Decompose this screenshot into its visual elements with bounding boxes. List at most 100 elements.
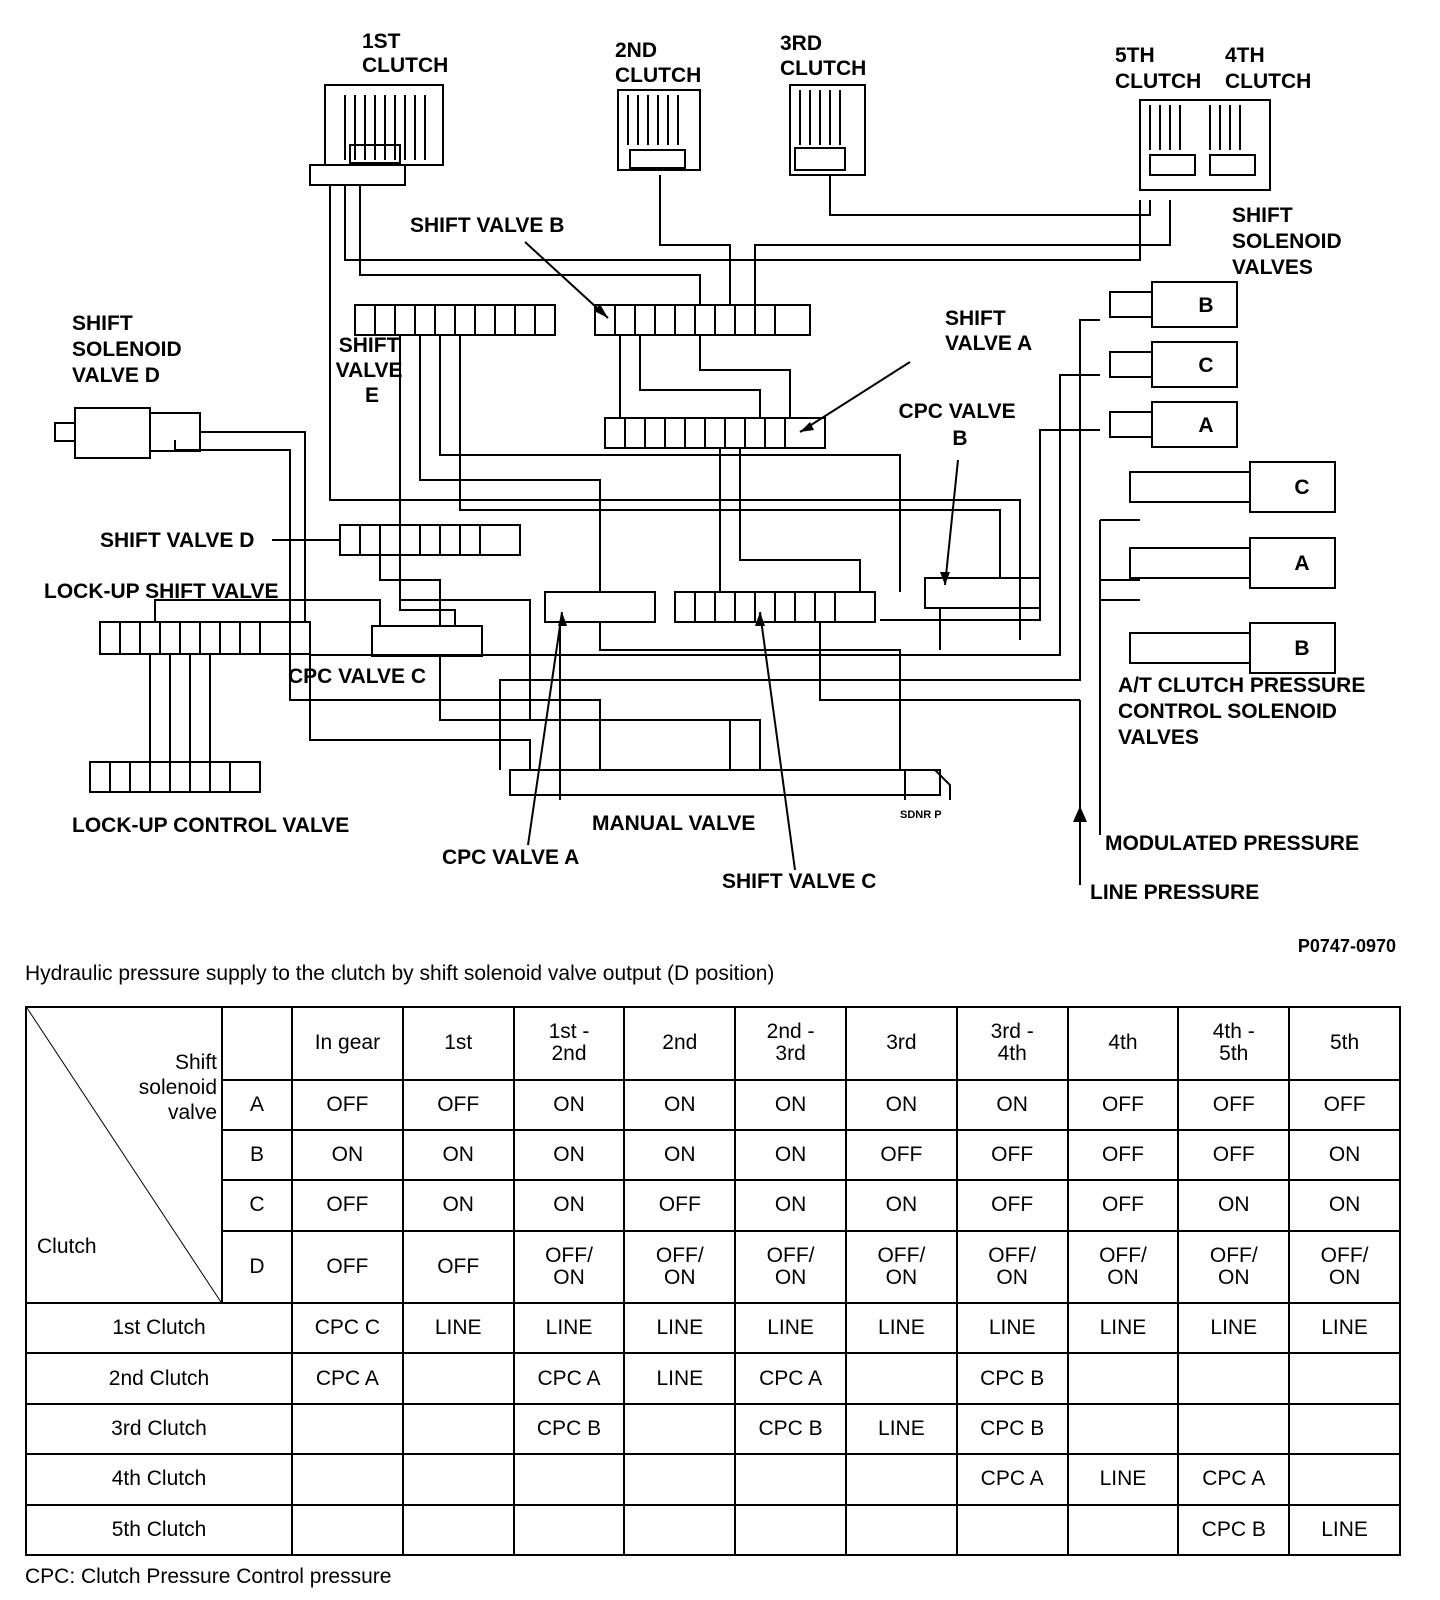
clutch-pressure-cell: CPC A xyxy=(955,1453,1069,1506)
solenoid-state-cell: ON xyxy=(401,1128,515,1182)
solenoid-state-cell: ON xyxy=(401,1179,515,1232)
spool-valves xyxy=(89,304,1041,796)
clutch-pressure-cell xyxy=(623,1402,737,1456)
clutch-pressure-cell: CPC A xyxy=(512,1352,626,1405)
solenoid-state-cell: ON xyxy=(844,1179,958,1232)
solenoid-state-cell: ON xyxy=(955,1078,1069,1131)
solenoid-state-cell: OFF/ON xyxy=(512,1229,626,1305)
shift-solenoid-drawings xyxy=(1109,281,1238,448)
label-clutch-4: 4TH CLUTCH xyxy=(1225,44,1311,93)
clutch-pressure-cell xyxy=(401,1453,515,1506)
label-at-clutch-pressure-control: A/T CLUTCH PRESSURE CONTROL SOLENOID VAL… xyxy=(1118,674,1371,749)
column-header: 5th xyxy=(1288,1006,1401,1081)
clutch-pressure-cell: LINE xyxy=(512,1302,626,1355)
column-header: 4th xyxy=(1066,1006,1180,1081)
clutch-pressure-cell: CPC B xyxy=(1177,1503,1291,1557)
label-shift-valve-a: SHIFT VALVE A xyxy=(945,307,1032,355)
solenoid-state-cell: OFF/ON xyxy=(623,1229,737,1305)
column-header: In gear xyxy=(291,1006,404,1081)
column-header: 3rd xyxy=(844,1006,958,1081)
label-lock-up-control-valve: LOCK-UP CONTROL VALVE xyxy=(72,814,349,837)
column-header: 4th -5th xyxy=(1177,1006,1291,1081)
label-shift-valve-c: SHIFT VALVE C xyxy=(722,870,876,893)
label-clutch-3: 3RD CLUTCH xyxy=(780,32,866,80)
solenoid-state-cell: OFF xyxy=(1066,1078,1180,1131)
label-shift-solenoid-valves: SHIFT SOLENOID VALVES xyxy=(1232,204,1348,279)
clutch-pressure-cell xyxy=(1066,1402,1180,1456)
shift-solenoid-a-letter: A xyxy=(1198,414,1213,437)
clutch-pressure-cell xyxy=(401,1503,515,1557)
clutch-pressure-cell xyxy=(291,1503,404,1557)
clutch-pressure-cell xyxy=(623,1503,737,1557)
solenoid-state-cell: OFF/ON xyxy=(1288,1229,1401,1305)
clutch-pressure-cell xyxy=(1288,1453,1401,1506)
clutch-pressure-cell: LINE xyxy=(844,1402,958,1456)
hydraulic-passages xyxy=(149,175,1171,880)
label-shift-valve-d: SHIFT VALVE D xyxy=(100,529,254,552)
clutch-pressure-cell xyxy=(291,1453,404,1506)
solenoid-state-cell: ON xyxy=(623,1128,737,1182)
clutch-5-4-drawing xyxy=(1139,99,1271,191)
solenoid-state-cell: ON xyxy=(1288,1128,1401,1182)
corner-clutch-label: Clutch xyxy=(37,1235,97,1258)
clutch-pressure-cell: CPC A xyxy=(734,1352,847,1405)
shift-solenoid-b-letter: B xyxy=(1198,294,1213,317)
column-header: 2nd -3rd xyxy=(734,1006,847,1081)
clutch-pressure-cell: LINE xyxy=(401,1302,515,1355)
clutch-row-label: 2nd Clutch xyxy=(25,1352,293,1405)
clutch-pressure-cell: LINE xyxy=(734,1302,847,1355)
solenoid-state-cell: OFF xyxy=(401,1229,515,1305)
solenoid-state-cell: OFF xyxy=(291,1229,404,1305)
label-shift-valve-e: SHIFT VALVE E xyxy=(336,334,409,407)
clutch-pressure-cell: LINE xyxy=(1288,1503,1401,1557)
clutch-pressure-cell: CPC B xyxy=(955,1352,1069,1405)
clutch-pressure-cell: CPC B xyxy=(955,1402,1069,1456)
clutch-pressure-cell xyxy=(512,1503,626,1557)
clutch-pressure-cell xyxy=(1177,1402,1291,1456)
column-header: 1st -2nd xyxy=(512,1006,626,1081)
clutch-pressure-cell xyxy=(291,1402,404,1456)
clutch-row-label: 4th Clutch xyxy=(25,1453,293,1506)
clutch-pressure-cell xyxy=(844,1352,958,1405)
footnote: CPC: Clutch Pressure Control pressure xyxy=(25,1565,392,1588)
clutch-pressure-cell xyxy=(734,1453,847,1506)
solenoid-row-label: C xyxy=(221,1179,293,1232)
clutch-pressure-cell: CPC B xyxy=(734,1402,847,1456)
solenoid-state-cell: ON xyxy=(734,1179,847,1232)
solenoid-state-cell: OFF xyxy=(1066,1128,1180,1182)
clutch-pressure-cell xyxy=(1288,1402,1401,1456)
clutch-pressure-cell: LINE xyxy=(1177,1302,1291,1355)
clutch-pressure-cell: LINE xyxy=(623,1302,737,1355)
label-manual-positions: SDNR P xyxy=(900,809,942,821)
clutch-pressure-cell xyxy=(844,1503,958,1557)
diagram-id: P0747-0970 xyxy=(1297,936,1396,956)
solenoid-state-cell: ON xyxy=(1288,1179,1401,1232)
label-modulated-pressure: MODULATED PRESSURE xyxy=(1105,832,1359,855)
hydraulic-circuit-diagram: 1ST CLUTCH 2ND CLUTCH 3RD CLUTCH 5TH CLU… xyxy=(44,30,1371,904)
solenoid-state-cell: ON xyxy=(291,1128,404,1182)
label-cpc-valve-a: CPC VALVE A xyxy=(442,846,579,869)
solenoid-state-cell: ON xyxy=(623,1078,737,1131)
clutch-pressure-cell: CPC B xyxy=(512,1402,626,1456)
clutch-pressure-cell xyxy=(844,1453,958,1506)
clutch-row-label: 3rd Clutch xyxy=(25,1402,293,1456)
label-shift-solenoid-valve-d: SHIFT SOLENOID VALVE D xyxy=(72,312,188,387)
solenoid-state-cell: OFF/ON xyxy=(955,1229,1069,1305)
clutch-pressure-cell: LINE xyxy=(844,1302,958,1355)
clutch-1-drawing xyxy=(309,84,444,186)
solenoid-state-cell: ON xyxy=(734,1078,847,1131)
solenoid-state-cell: OFF/ON xyxy=(844,1229,958,1305)
clutch-pressure-cell xyxy=(512,1453,626,1506)
clutch-pressure-cell xyxy=(955,1503,1069,1557)
solenoid-state-cell: ON xyxy=(512,1179,626,1232)
clutch-pressure-cell xyxy=(623,1453,737,1506)
solenoid-state-cell: OFF xyxy=(291,1179,404,1232)
clutch-pressure-cell: LINE xyxy=(1066,1453,1180,1506)
column-header: 3rd -4th xyxy=(955,1006,1069,1081)
clutch-pressure-cell xyxy=(401,1352,515,1405)
label-clutch-2: 2ND CLUTCH xyxy=(615,39,701,87)
label-lock-up-shift-valve: LOCK-UP SHIFT VALVE xyxy=(44,580,279,603)
clutch-row-label: 1st Clutch xyxy=(25,1302,293,1355)
clutch-pressure-cell xyxy=(1066,1352,1180,1405)
